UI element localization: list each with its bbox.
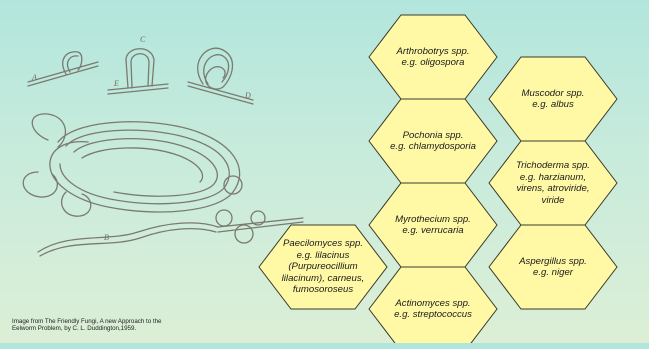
hexagon-text-line2: e.g. oligospora bbox=[402, 57, 465, 69]
hexagon-text-line2: e.g. niger bbox=[533, 267, 573, 279]
hexagon-label-aspergillus: Aspergillus spp.e.g. niger bbox=[497, 227, 609, 307]
hexagon-text-line1: Actinomyces spp. bbox=[395, 298, 470, 310]
hexagon-text-line2: e.g. harzianum, bbox=[520, 172, 586, 184]
hexagon-text-line2: e.g. chlamydosporia bbox=[390, 141, 476, 153]
hexagon-label-myrothecium: Myrothecium spp.e.g. verrucaria bbox=[377, 185, 489, 265]
hexagon-text-line5: fumosoroseus bbox=[293, 284, 353, 296]
hexagon-text-line3: virens, atroviride, bbox=[516, 183, 589, 195]
hexagon-label-paecilomyces: Paecilomyces spp.e.g. lilacinus(Purpureo… bbox=[267, 227, 379, 307]
hexagon-text-line4: viride bbox=[542, 195, 565, 207]
hexagon-text-line3: (Purpureocillium bbox=[288, 261, 357, 273]
hexagon-text-line2: e.g. streptococcus bbox=[394, 309, 472, 321]
hexagon-label-trichoderma: Trichoderma spp.e.g. harzianum,virens, a… bbox=[497, 143, 609, 223]
hexagon-text-line1: Arthrobotrys spp. bbox=[396, 46, 469, 58]
hexagon-label-arthrobotrys: Arthrobotrys spp.e.g. oligospora bbox=[377, 17, 489, 97]
hexagon-text-line1: Myrothecium spp. bbox=[395, 214, 471, 226]
hexagon-label-actinomyces: Actinomyces spp.e.g. streptococcus bbox=[377, 269, 489, 349]
hexagon-text-line1: Muscodor spp. bbox=[522, 88, 585, 100]
hexagon-text-line4: lilacinum), carneus, bbox=[282, 273, 365, 285]
hexagon-text-line1: Trichoderma spp. bbox=[516, 160, 590, 172]
hexagon-text-line2: e.g. albus bbox=[532, 99, 574, 111]
hexagon-text-line1: Pochonia spp. bbox=[403, 130, 464, 142]
hexagon-text-line2: e.g. lilacinus bbox=[297, 250, 350, 262]
hexagon-text-line1: Paecilomyces spp. bbox=[283, 238, 363, 250]
hexagon-text-line2: e.g. verrucaria bbox=[402, 225, 463, 237]
hexagon-text-line1: Aspergillus spp. bbox=[519, 256, 587, 268]
hexagon-label-pochonia: Pochonia spp.e.g. chlamydosporia bbox=[377, 101, 489, 181]
hexagon-label-muscodor: Muscodor spp.e.g. albus bbox=[497, 59, 609, 139]
